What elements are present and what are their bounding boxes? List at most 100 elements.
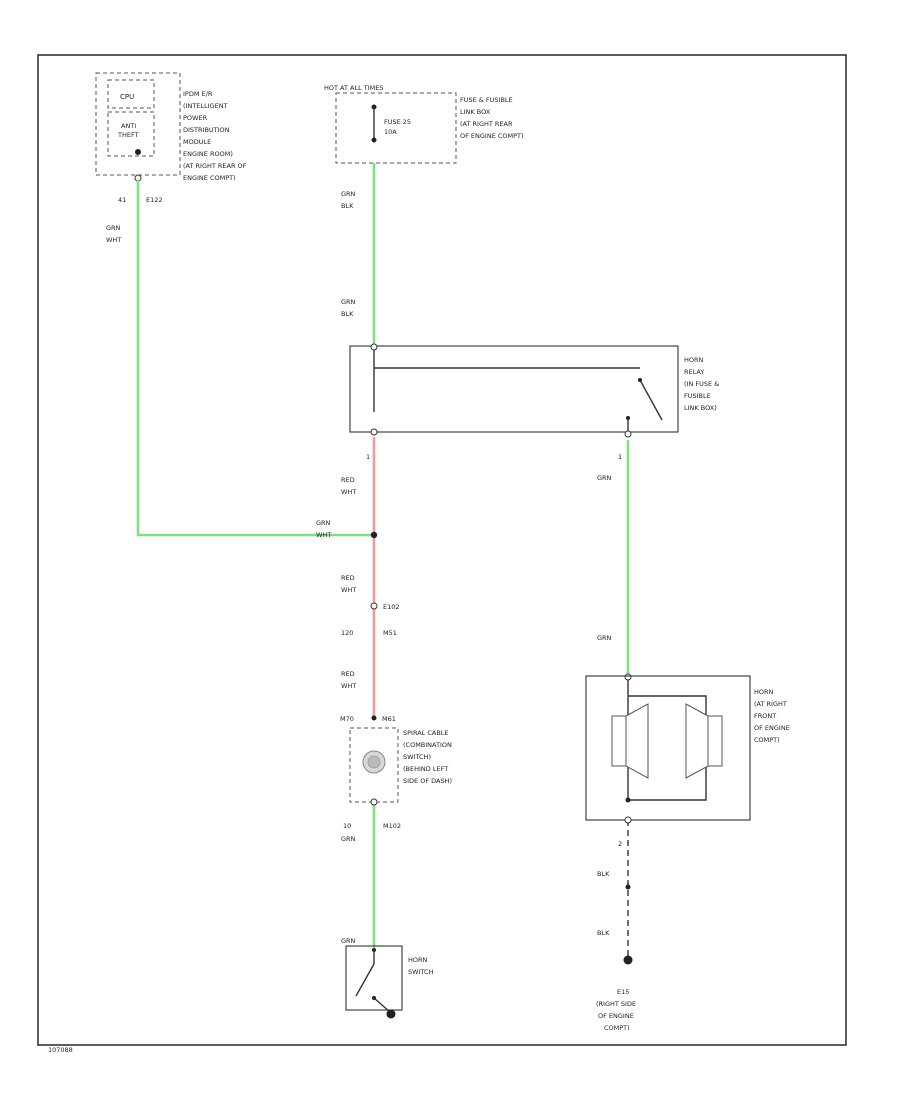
diagram-code: 107088 — [48, 1046, 73, 1054]
ipdm-module: CPU ANTI THEFT IPDM E/R (INTELLIGENT POW… — [95, 72, 247, 244]
relay-pin-right: 1 — [618, 453, 622, 461]
ipdm-pin-label: 41 — [118, 196, 126, 204]
ipdm-title-line-7: (AT RIGHT REAR OF — [183, 162, 247, 170]
connector-pin-120: 120 — [341, 629, 353, 637]
fuse-label-1: FUSE 25 — [384, 118, 411, 126]
spiral-connector-bottom: M102 — [383, 822, 401, 830]
ipdm-theft-label: THEFT — [117, 131, 139, 139]
ground-label-4: COMPT) — [604, 1024, 630, 1032]
ground-label-1: E15 — [617, 988, 629, 996]
ipdm-box — [95, 72, 181, 176]
horn-label-2: (AT RIGHT — [754, 700, 787, 708]
spiral-label-4: (BEHIND LEFT — [403, 765, 448, 773]
left-wire-b-2: WHT — [341, 586, 356, 594]
left-wire-a-2: WHT — [341, 488, 356, 496]
horn-switch-label-2: SWITCH — [408, 968, 434, 976]
horn-wire-junction — [625, 884, 631, 890]
right-branch: GRN GRN — [597, 474, 612, 642]
ipdm-title-line-8: ENGINE COMPT) — [183, 174, 236, 182]
horn-relay: HORN RELAY (IN FUSE & FUSIBLE LINK BOX) … — [349, 343, 719, 461]
fuse-label-2: 10A — [384, 128, 397, 136]
wire-ipdm-to-splice — [136, 180, 372, 537]
horn-switch-ground-icon — [386, 1009, 396, 1019]
right-wire-b: GRN — [597, 634, 612, 642]
horn-bottom-terminal — [624, 816, 632, 824]
ipdm-output-terminal — [135, 149, 141, 155]
horn-speaker-2-body — [707, 715, 723, 767]
right-wire-a: GRN — [597, 474, 612, 482]
fuse-wire-top-1: GRN — [341, 190, 356, 198]
ground-label-2: (RIGHT SIDE — [596, 1000, 636, 1008]
left-branch: RED WHT GRN WHT RED WHT E102 120 M51 RED… — [316, 476, 400, 690]
horn-speaker-2-icon — [685, 703, 709, 779]
ipdm-anti-theft-box — [107, 111, 155, 157]
spiral-pin-bottom: 10 — [343, 822, 351, 830]
relay-switch-arm — [639, 379, 663, 421]
fuse-wire-top-2: BLK — [341, 202, 354, 210]
relay-switch-pivot — [638, 378, 642, 382]
spiral-label-5: SIDE OF DASH) — [403, 777, 452, 785]
relay-label-2: RELAY — [684, 368, 704, 376]
ipdm-cpu-box — [107, 79, 155, 109]
horn: HORN (AT RIGHT FRONT OF ENGINE COMPT) 2 … — [585, 673, 790, 937]
ipdm-title-line-1: IPDM E/R — [183, 90, 213, 98]
horn-pin-bottom: 2 — [618, 840, 622, 848]
left-wire-b-1: RED — [341, 574, 355, 582]
relay-label-3: (IN FUSE & — [684, 380, 719, 388]
horn-wire-a: BLK — [597, 870, 610, 878]
horn-bottom-junction — [625, 797, 631, 803]
left-wire-a-1: RED — [341, 476, 355, 484]
relay-label-5: LINK BOX) — [684, 404, 717, 412]
connector-m51-label: M51 — [383, 629, 397, 637]
splice-wire-2: WHT — [316, 531, 331, 539]
ipdm-title-line-6: ENGINE ROOM) — [183, 150, 233, 158]
horn-label-4: OF ENGINE — [754, 724, 790, 732]
spiral-connector-label: M61 — [382, 715, 396, 723]
spiral-bottom-terminal — [370, 798, 378, 806]
splice-wire-1: GRN — [316, 519, 331, 527]
spiral-label-2: (COMBINATION — [403, 741, 452, 749]
fuse-box-label-2: LINK BOX — [460, 108, 491, 116]
relay-box — [349, 345, 679, 433]
connector-e102 — [370, 602, 378, 610]
fuse-block: HOT AT ALL TIMES FUSE 25 10A FUSE & FUSI… — [324, 84, 524, 318]
ipdm-title-line-4: DISTRIBUTION — [183, 126, 230, 134]
fuse-supply-label: HOT AT ALL TIMES — [324, 84, 384, 92]
spiral-top-terminal — [371, 715, 377, 721]
ipdm-title-line-3: POWER — [183, 114, 208, 122]
horn-label-3: FRONT — [754, 712, 776, 720]
fuse-box-label-4: OF ENGINE COMPT) — [460, 132, 524, 140]
ipdm-wire-color-1: GRN — [106, 224, 121, 232]
connector-e102-label: E102 — [383, 603, 400, 611]
relay-top-left-terminal — [370, 343, 378, 351]
horn-switch-wire-label: GRN — [341, 937, 356, 945]
diagram-frame — [37, 54, 847, 1046]
left-wire-c-2: WHT — [341, 682, 356, 690]
horn-label-1: HORN — [754, 688, 774, 696]
spiral-cable-icon-inner — [367, 755, 381, 769]
relay-bottom-left-terminal — [370, 428, 378, 436]
spiral-box — [349, 727, 399, 803]
horn-speaker-1-icon — [625, 703, 649, 779]
horn-switch-arm — [355, 963, 375, 997]
ipdm-connector-label: E122 — [146, 196, 163, 204]
ground-label-3: OF ENGINE — [598, 1012, 634, 1020]
fuse-box — [335, 92, 457, 164]
ipdm-cpu-label: CPU — [120, 93, 134, 101]
relay-label-1: HORN — [684, 356, 704, 364]
spiral-label-1: SPIRAL CABLE — [403, 729, 449, 737]
horn-switch: GRN HORN SWITCH — [341, 937, 434, 1019]
spiral-cable: M70 M61 SPIRAL CABLE (COMBINATION SWITCH… — [340, 715, 452, 843]
fuse-box-label-1: FUSE & FUSIBLE — [460, 96, 513, 104]
horn-top-terminal — [624, 673, 632, 681]
spiral-wire-color: GRN — [341, 835, 356, 843]
horn-switch-box — [345, 945, 403, 1011]
fuse-wire-bot-2: BLK — [341, 310, 354, 318]
ipdm-title-line-5: MODULE — [183, 138, 211, 146]
horn-box — [585, 675, 751, 821]
ipdm-wire-color-2: WHT — [106, 236, 121, 244]
relay-pin-left: 1 — [366, 453, 370, 461]
horn-wire-b: BLK — [597, 929, 610, 937]
horn-switch-lead-bottom — [373, 997, 391, 1013]
